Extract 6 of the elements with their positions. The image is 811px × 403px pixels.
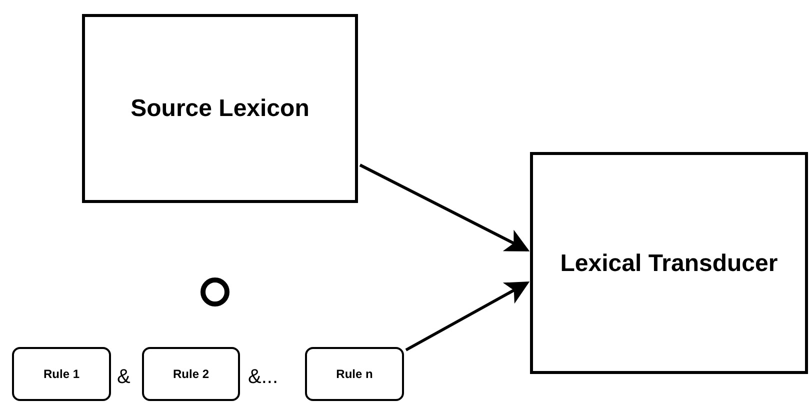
operator-label: & (117, 366, 130, 389)
process-box: Lexical Transducer (530, 152, 808, 374)
operator-label: &... (248, 366, 278, 389)
arrow (359, 164, 530, 252)
arrow (405, 282, 530, 352)
process-box: Source Lexicon (82, 14, 358, 203)
